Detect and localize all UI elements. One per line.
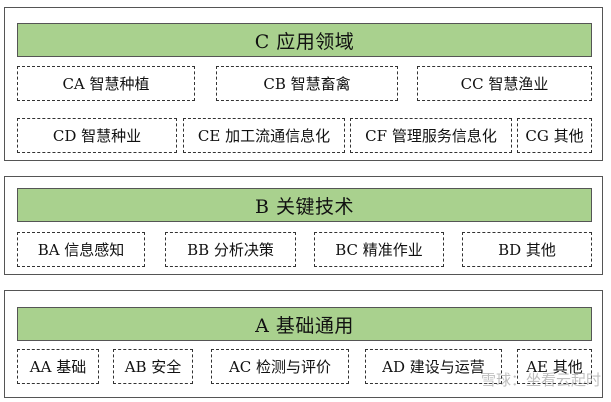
item-cc-smart-fishery: CC 智慧渔业 (417, 66, 592, 101)
item-bb-analysis-decision: BB 分析决策 (165, 232, 296, 267)
item-cd-smart-seed: CD 智慧种业 (17, 118, 177, 153)
item-ad-construction-operation: AD 建设与运营 (365, 349, 502, 384)
section-application-domain: C 应用领域 CA 智慧种植 CB 智慧畜禽 CC 智慧渔业 CD 智慧种业 C… (4, 7, 603, 161)
item-bd-other: BD 其他 (462, 232, 592, 267)
item-ac-testing-evaluation: AC 检测与评价 (211, 349, 349, 384)
section-title-foundation-general: A 基础通用 (17, 307, 592, 341)
item-ba-information-sensing: BA 信息感知 (17, 232, 145, 267)
item-cb-smart-livestock: CB 智慧畜禽 (216, 66, 398, 101)
section-title-key-technology: B 关键技术 (17, 188, 592, 222)
item-cf-management-service: CF 管理服务信息化 (350, 118, 512, 153)
section-key-technology: B 关键技术 BA 信息感知 BB 分析决策 BC 精准作业 BD 其他 (4, 176, 603, 275)
section-foundation-general: A 基础通用 AA 基础 AB 安全 AC 检测与评价 AD 建设与运营 AE … (4, 290, 603, 398)
section-title-application-domain: C 应用领域 (17, 23, 592, 57)
item-ae-other: AE 其他 (517, 349, 592, 384)
item-aa-foundation: AA 基础 (17, 349, 99, 384)
item-ce-processing-circulation: CE 加工流通信息化 (183, 118, 345, 153)
item-cg-other: CG 其他 (517, 118, 592, 153)
item-bc-precision-operation: BC 精准作业 (314, 232, 444, 267)
item-ab-security: AB 安全 (113, 349, 193, 384)
item-ca-smart-planting: CA 智慧种植 (17, 66, 195, 101)
